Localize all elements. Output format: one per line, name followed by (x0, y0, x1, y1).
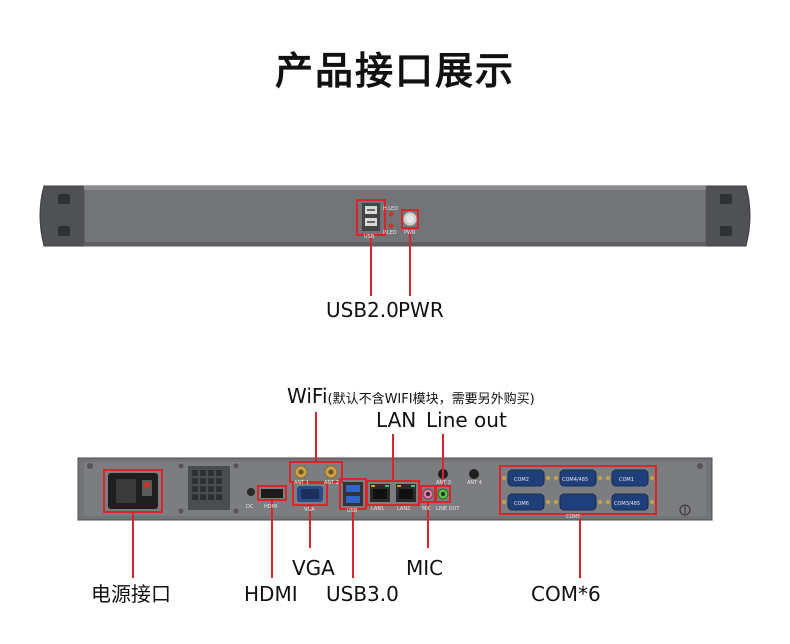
silk-ant1: ANT 1 (294, 480, 309, 486)
silk-ant3: ANT 3 (436, 480, 451, 486)
callout-usb2: USB2.0 (326, 298, 399, 322)
page-title: 产品接口展示 (274, 49, 515, 93)
silk-com5: COM5 (566, 514, 581, 520)
silk-lan2: LAN2 (397, 506, 410, 512)
callout-pwr: PWR (398, 298, 444, 322)
callout-power-socket: 电源接口 (91, 582, 171, 606)
silk-ant2: ANT 2 (324, 480, 339, 486)
callout-wifi-note: (默认不含WIFI模块，需要另外购买) (327, 392, 535, 407)
silk-pwr: PWR (404, 230, 416, 236)
silk-ant4: ANT 4 (467, 480, 482, 486)
callout-hdmi: HDMI (244, 582, 298, 606)
callout-wifi: WiFi(默认不含WIFI模块，需要另外购买) (287, 386, 535, 406)
silk-hled: H.LED (383, 206, 398, 212)
silk-lan1: LAN1 (371, 506, 384, 512)
silk-dc: DC (246, 504, 254, 510)
callout-com: COM*6 (531, 582, 601, 606)
silk-line-out: LINE OUT (436, 506, 460, 512)
callout-vga: VGA (292, 556, 335, 580)
callout-line-out: Line out (426, 408, 507, 432)
silk-mic: MIC (422, 506, 432, 512)
callout-mic: MIC (406, 556, 444, 580)
silk-front-usb: USB (364, 234, 375, 240)
silk-com3: COM3/485 (614, 501, 640, 507)
silk-usb: USB (347, 508, 358, 514)
silk-pled: P.LED (383, 230, 397, 236)
silk-com1: COM1 (619, 477, 634, 483)
silk-com4: COM4/485 (562, 477, 588, 483)
silk-com6: COM6 (514, 501, 529, 507)
front-panel (39, 185, 751, 296)
callout-lan: LAN (376, 408, 417, 432)
silk-vga: VGA (304, 507, 315, 513)
silk-hdmi: HDMI (264, 504, 277, 510)
rear-panel (77, 412, 713, 578)
silk-com2: COM2 (514, 477, 529, 483)
callout-usb3: USB3.0 (326, 582, 399, 606)
callout-wifi-label: WiFi (287, 384, 328, 408)
